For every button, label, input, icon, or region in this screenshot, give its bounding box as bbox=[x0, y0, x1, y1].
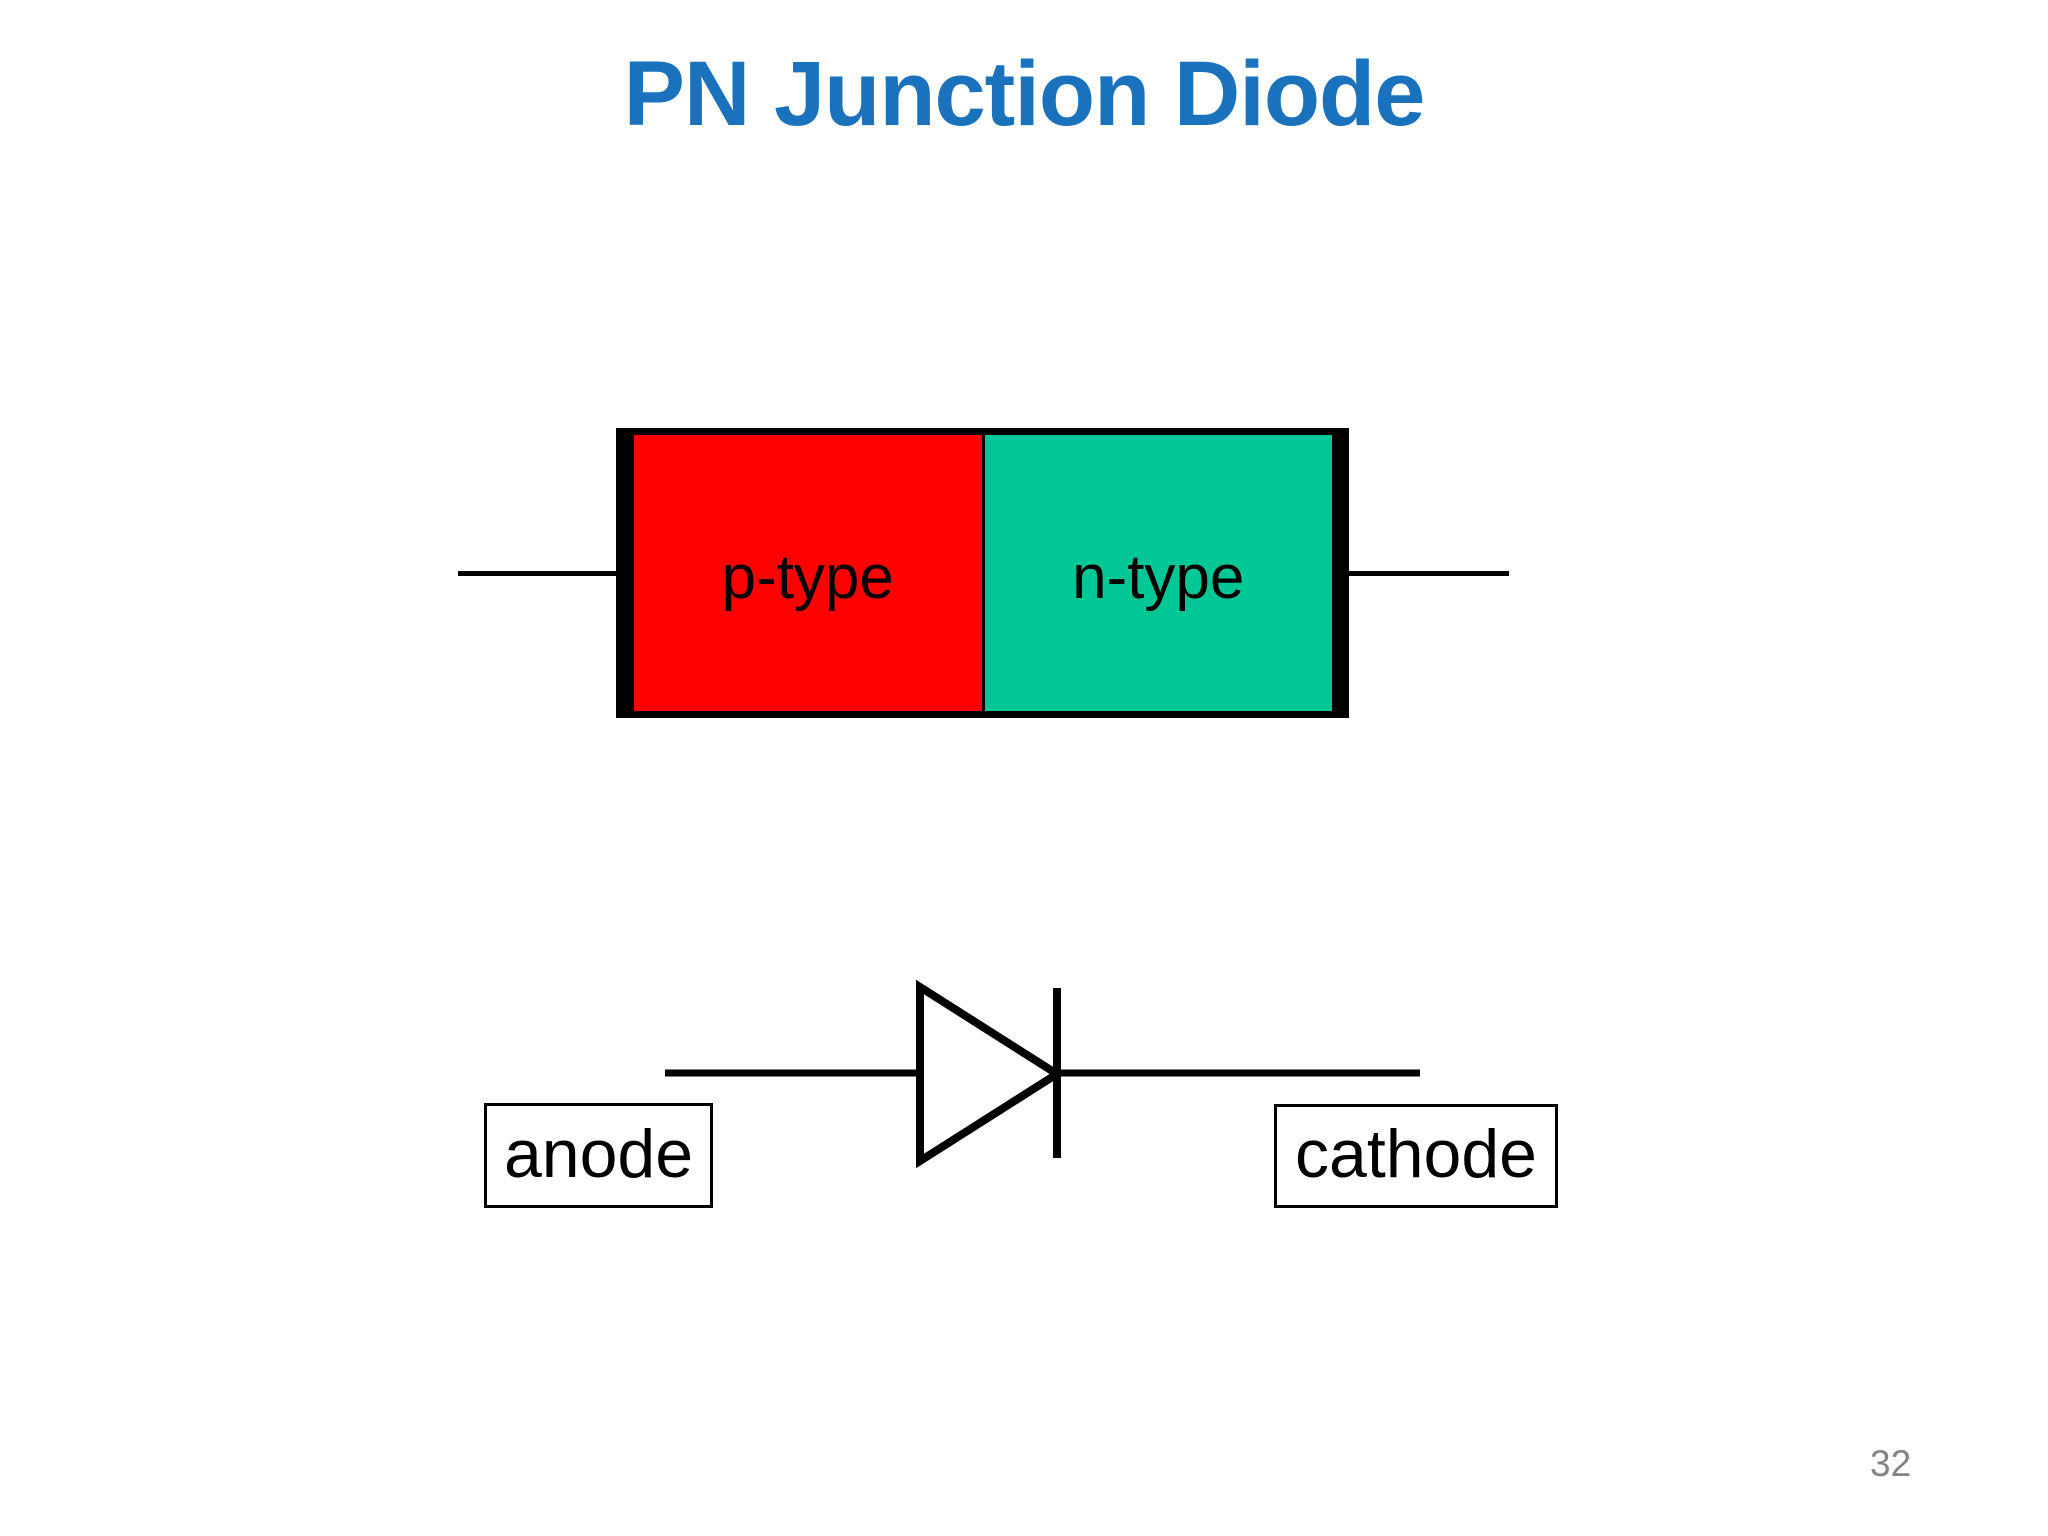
diode-circuit-symbol bbox=[665, 980, 1420, 1169]
left-electrode-cap bbox=[616, 435, 634, 711]
anode-label: anode bbox=[503, 1115, 694, 1192]
page-number: 32 bbox=[1870, 1443, 1912, 1484]
slide-title: PN Junction Diode bbox=[623, 43, 1426, 145]
anode-label-box: anode bbox=[484, 1103, 713, 1208]
cathode-label: cathode bbox=[1295, 1116, 1537, 1192]
cathode-label-box: cathode bbox=[1274, 1104, 1558, 1208]
pn-junction-block: p-type n-type bbox=[616, 428, 1349, 718]
n-type-region: n-type bbox=[984, 435, 1332, 711]
right-lead-wire bbox=[1349, 571, 1509, 576]
p-type-region: p-type bbox=[634, 435, 982, 711]
junction-line bbox=[981, 435, 985, 711]
diode-triangle-icon bbox=[916, 980, 1065, 1169]
n-type-label: n-type bbox=[1072, 542, 1245, 612]
right-electrode-cap bbox=[1332, 435, 1349, 711]
left-lead-wire bbox=[458, 571, 616, 576]
p-type-label: p-type bbox=[721, 542, 894, 612]
